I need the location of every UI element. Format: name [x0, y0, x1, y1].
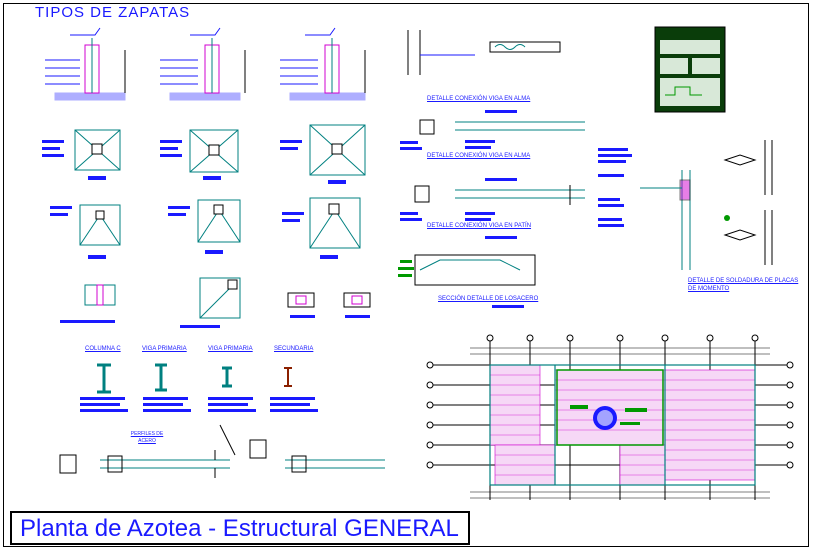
- footing-section-1: [45, 27, 126, 101]
- connection-details: [407, 30, 585, 286]
- connection-labels: [398, 110, 524, 308]
- footing-section-2: [160, 27, 246, 101]
- bottom-left-details: [59, 424, 385, 478]
- detail-title-alma-1: DETALLE CONEXIÓN VIGA EN ALMA: [427, 96, 531, 102]
- steel-profiles: [97, 363, 292, 394]
- footing-plan-row-1: [74, 124, 366, 176]
- moment-plate-labels: [598, 148, 632, 227]
- detail-title-alma-2: DETALLE CONEXIÓN VIGA EN ALMA: [427, 153, 531, 159]
- profile-label-secundaria: SECUNDARIA: [274, 346, 314, 352]
- legend-panel: [654, 26, 726, 113]
- sheet-border: [3, 3, 809, 547]
- moment-plate-detail: [640, 140, 773, 270]
- footing-plan-row-2: [79, 197, 361, 319]
- small-sections: [287, 292, 371, 308]
- roof-plan: [426, 334, 794, 500]
- profile-label-viga-primaria-1: VIGA PRIMARIA: [142, 346, 187, 352]
- detail-title-placas: DETALLE DE SOLDADURA DE PLACAS DE MOMENT…: [688, 278, 799, 292]
- footing-section-3: [280, 27, 366, 101]
- profile-label-viga-primaria-2: VIGA PRIMARIA: [208, 346, 253, 352]
- detail-title-losacero: SECCIÓN DETALLE DE LOSACERO: [438, 296, 539, 302]
- plan-title-box: Planta de Azotea - Estructural GENERAL: [10, 511, 470, 545]
- detail-title-perfiles: PERFILES DE ACERO: [130, 431, 164, 444]
- footing-plan-row-1-labels: [42, 140, 346, 184]
- footing-plan-row-2-labels: [50, 206, 370, 328]
- header-title: TIPOS DE ZAPATAS: [35, 4, 191, 21]
- detail-title-patin: DETALLE CONEXIÓN VIGA EN PATÍN: [427, 223, 532, 229]
- profile-label-columna: COLUMNA C: [85, 346, 121, 352]
- profile-notes: [80, 397, 318, 412]
- plan-title: Planta de Azotea - Estructural GENERAL: [20, 515, 459, 542]
